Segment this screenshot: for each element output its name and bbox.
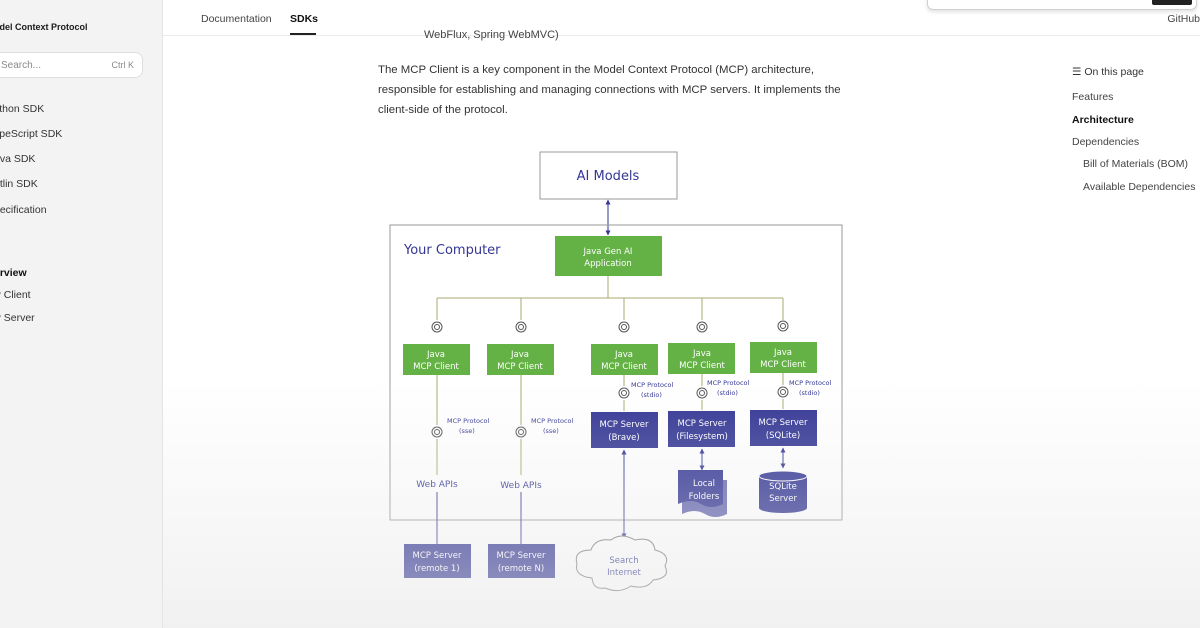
protocol-to-server-lines (623, 399, 784, 411)
svg-text:(sse): (sse) (459, 427, 475, 435)
svg-text:Java: Java (426, 350, 445, 360)
your-computer-label: Your Computer (403, 243, 501, 258)
github-link[interactable]: GitHub (1167, 13, 1200, 25)
web-apis-label-1: Web APIs (416, 480, 458, 490)
overlay-popup (927, 0, 1197, 10)
sidebar-item-kotlin-sdk[interactable]: otlin SDK (0, 178, 38, 190)
toc-title-label: On this page (1084, 66, 1144, 78)
toc-item-available-dependencies[interactable]: Available Dependencies (1083, 181, 1196, 193)
svg-text:(Brave): (Brave) (608, 433, 639, 443)
mcp-server-remote-1: MCP Server (remote 1) (404, 544, 471, 578)
svg-text:MCP Protocol: MCP Protocol (631, 381, 674, 389)
svg-text:Folders: Folders (689, 492, 720, 502)
toc-item-features[interactable]: Features (1072, 91, 1114, 103)
svg-text:Search: Search (609, 556, 638, 566)
svg-text:MCP Protocol: MCP Protocol (531, 417, 574, 425)
sqlite-database-icon: SQLite Server (758, 470, 808, 513)
svg-text:(stdio): (stdio) (641, 391, 662, 399)
svg-text:MCP Client: MCP Client (760, 360, 806, 370)
svg-text:MCP Server: MCP Server (497, 551, 546, 561)
sse-down-lines (436, 439, 522, 475)
svg-text:MCP Server: MCP Server (678, 419, 727, 429)
sidebar-item-python-sdk[interactable]: ython SDK (0, 103, 45, 115)
mcp-client-1: Java MCP Client (403, 344, 470, 375)
ai-models-box (539, 151, 678, 200)
svg-text:MCP Protocol: MCP Protocol (447, 417, 490, 425)
mcp-client-2: Java MCP Client (487, 344, 554, 375)
app-box (555, 236, 662, 276)
web-apis-label-2: Web APIs (500, 481, 542, 491)
svg-text:MCP Protocol: MCP Protocol (707, 379, 750, 387)
mcp-server-sqlite: MCP Server (SQLite) (750, 410, 817, 446)
svg-text:MCP Client: MCP Client (679, 361, 725, 371)
svg-text:(sse): (sse) (543, 427, 559, 435)
brand-title[interactable]: odel Context Protocol (0, 22, 88, 32)
mcp-server-brave: MCP Server (Brave) (591, 412, 658, 448)
intro-paragraph: The MCP Client is a key component in the… (378, 64, 841, 116)
svg-text:MCP Protocol: MCP Protocol (789, 379, 832, 387)
sidebar-item-java-sdk[interactable]: ava SDK (0, 153, 36, 165)
local-folders-icon: Local Folders (678, 470, 727, 517)
svg-text:(remote N): (remote N) (498, 564, 544, 574)
svg-text:MCP Client: MCP Client (413, 362, 459, 372)
svg-text:(stdio): (stdio) (799, 389, 820, 397)
tab-sdks[interactable]: SDKs (290, 13, 319, 25)
svg-text:(SQLite): (SQLite) (766, 431, 800, 441)
app-label-1: Java Gen AI (583, 247, 633, 257)
svg-text:(Filesystem): (Filesystem) (676, 432, 728, 442)
sidebar-item-typescript-sdk[interactable]: ypeScript SDK (0, 128, 63, 140)
search-placeholder: Search... (1, 60, 42, 71)
previous-line-text: WebFlux, Spring WebMVC) (424, 29, 559, 41)
svg-text:(stdio): (stdio) (717, 389, 738, 397)
popup-badge (1152, 0, 1192, 5)
search-input[interactable]: Search... Ctrl K (0, 52, 143, 78)
architecture-diagram: AI Models Your Computer Java Gen AI Appl… (389, 151, 843, 592)
list-icon: ☰ (1072, 66, 1082, 78)
svg-text:Server: Server (769, 494, 797, 504)
svg-text:Local: Local (693, 479, 715, 489)
app-label-2: Application (584, 259, 632, 269)
active-tab-indicator (290, 33, 316, 35)
svg-text:MCP Client: MCP Client (601, 362, 647, 372)
mcp-client-4: Java MCP Client (668, 343, 735, 374)
toc-item-dependencies[interactable]: Dependencies (1072, 136, 1140, 148)
svg-text:Java: Java (773, 348, 792, 358)
sidebar-item-mcp-client[interactable]: P Client (0, 289, 31, 301)
search-internet-cloud: Search Internet (575, 535, 668, 592)
svg-text:Java: Java (510, 350, 529, 360)
sidebar-item-specification[interactable]: pecification (0, 204, 47, 216)
mcp-client-3: Java MCP Client (591, 344, 658, 375)
client-bus (436, 276, 784, 320)
mcp-server-filesystem: MCP Server (Filesystem) (668, 411, 735, 447)
mcp-server-remote-n: MCP Server (remote N) (488, 544, 555, 578)
mcp-client-5: Java MCP Client (750, 342, 817, 373)
svg-text:(remote 1): (remote 1) (414, 564, 459, 574)
bus-connectors (431, 320, 789, 333)
svg-text:MCP Client: MCP Client (497, 362, 543, 372)
svg-text:Java: Java (692, 349, 711, 359)
toc-title: ☰ On this page (1072, 66, 1144, 78)
sidebar-item-mcp-server[interactable]: P Server (0, 312, 35, 324)
toc-item-bom[interactable]: Bill of Materials (BOM) (1083, 158, 1189, 170)
sidebar-item-overview[interactable]: erview (0, 267, 27, 279)
svg-text:MCP Server: MCP Server (413, 551, 462, 561)
sidebar: odel Context Protocol Search... Ctrl K y… (0, 0, 163, 628)
tab-documentation[interactable]: Documentation (201, 13, 272, 25)
toc-item-architecture[interactable]: Architecture (1072, 114, 1134, 126)
svg-text:MCP Server: MCP Server (600, 420, 649, 430)
search-shortcut: Ctrl K (111, 60, 135, 70)
svg-text:SQLite: SQLite (769, 482, 797, 492)
svg-text:Java: Java (614, 350, 633, 360)
remote-lines (436, 492, 522, 544)
svg-text:MCP Server: MCP Server (759, 418, 808, 428)
ai-models-label: AI Models (577, 169, 640, 184)
svg-text:Internet: Internet (607, 568, 641, 578)
